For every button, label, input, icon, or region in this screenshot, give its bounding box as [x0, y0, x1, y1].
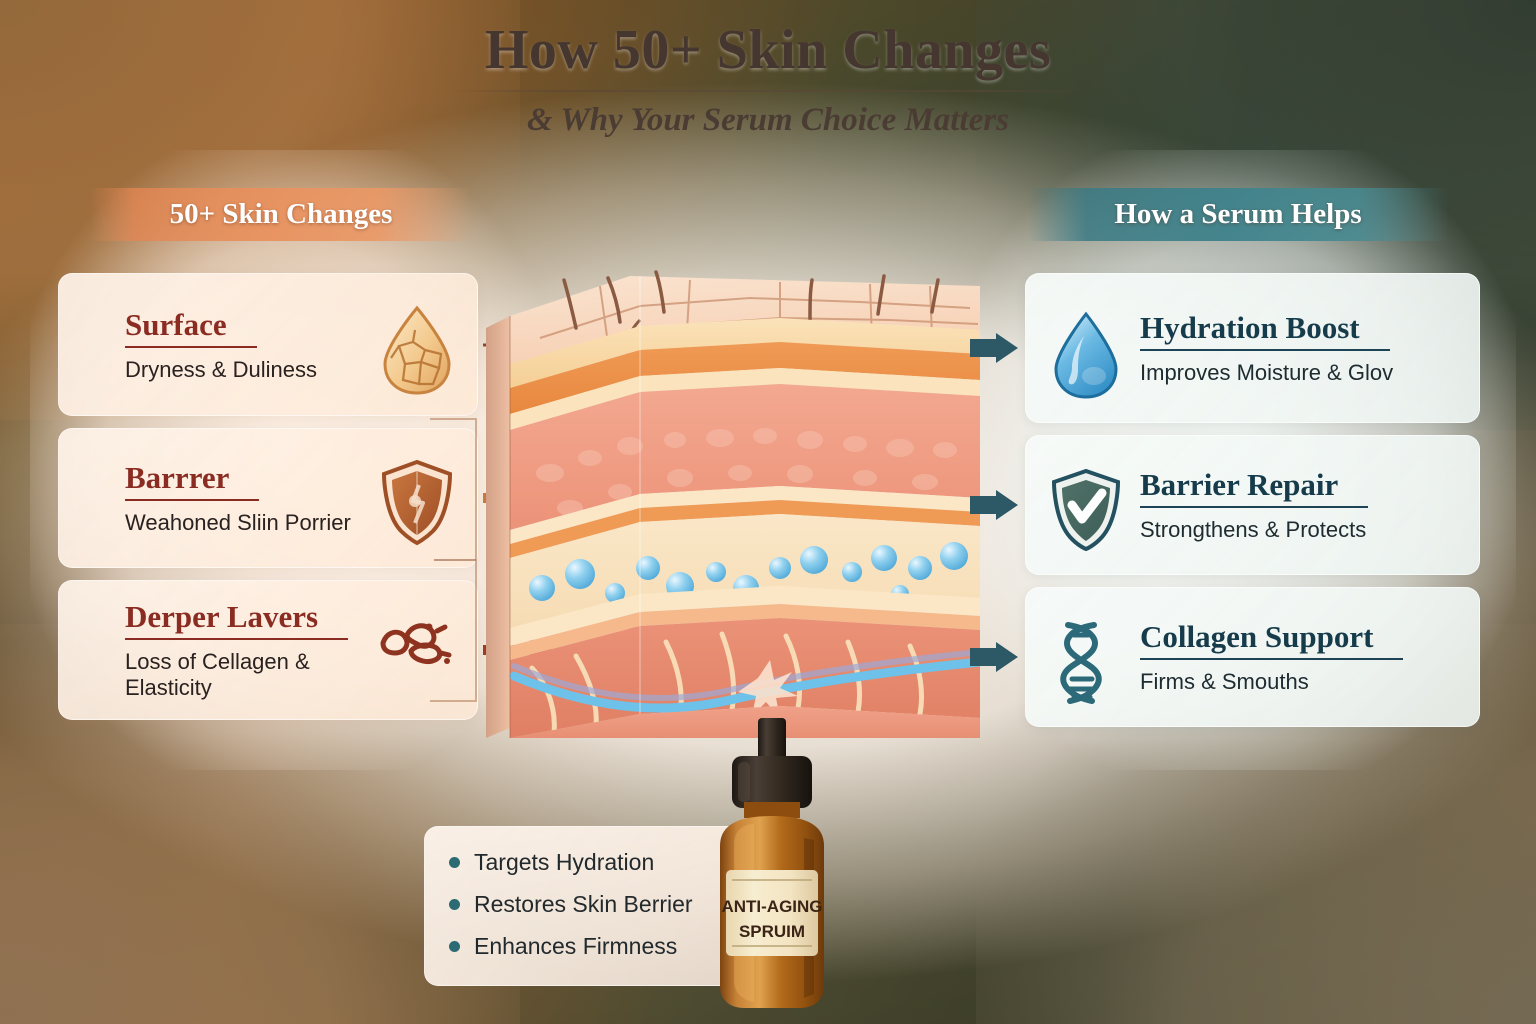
serum-benefits-column: Hydration Boost Improves Moisture & Glov [970, 273, 1480, 739]
card-text-hydration-boost: Hydration Boost Improves Moisture & Glov [1124, 310, 1461, 386]
card-subtext: Loss of Cellagen & Elasticity [125, 649, 310, 700]
page-title: How 50+ Skin Changes [484, 19, 1052, 81]
cracked-shield-icon [377, 457, 459, 546]
arrow-diagram-to-collagen [970, 642, 1020, 672]
card-subtext: Weahoned Sliin Porrier [125, 510, 351, 535]
benefits-summary-box: Targets Hydration Restores Skin Berrier … [424, 826, 754, 986]
card-heading: Hydration Boost [1140, 310, 1390, 351]
bullet-dot-icon [449, 941, 460, 952]
page-subtitle: & Why Your Serum Choice Matters [527, 102, 1009, 138]
benefit-label: Enhances Firmness [474, 933, 678, 959]
benefit-label: Restores Skin Berrier [474, 891, 693, 917]
benefit-item: Enhances Firmness [449, 933, 735, 960]
left-column-banner: 50+ Skin Changes [90, 188, 472, 241]
title-block: How 50+ Skin Changes & Why Your Serum Ch… [0, 18, 1536, 139]
card-subtext: Improves Moisture & Glov [1140, 360, 1394, 385]
water-droplet-icon [1048, 310, 1124, 399]
shield-check-icon [1048, 467, 1124, 552]
cracked-droplet-icon [377, 304, 459, 395]
benefit-item: Restores Skin Berrier [449, 891, 735, 918]
card-subtext: Strongthens & Protects [1140, 517, 1367, 542]
card-hydration-boost[interactable]: Hydration Boost Improves Moisture & Glov [970, 273, 1480, 423]
card-heading: Surface [125, 307, 257, 348]
card-heading: Barrrer [125, 460, 260, 501]
card-deeper-layers[interactable]: Derper Lavers Loss of Cellagen & Elastic… [58, 580, 553, 720]
card-barrier-repair[interactable]: Barrier Repair Strongthens & Protects [970, 435, 1480, 575]
bullet-dot-icon [449, 857, 460, 868]
dna-helix-icon [1048, 619, 1124, 704]
skin-cross-section-illustration [480, 268, 985, 738]
card-barrier[interactable]: Barrrer Weahoned Sliin Porrier [58, 428, 553, 568]
right-column-banner: How a Serum Helps [1028, 188, 1448, 241]
card-text-surface: Surface Dryness & Duliness [77, 307, 377, 383]
card-surface[interactable]: Surface Dryness & Duliness [58, 273, 555, 416]
bullet-dot-icon [449, 899, 460, 910]
bottle-label-line2: SPRUIM [739, 922, 805, 941]
card-heading: Barrier Repair [1140, 467, 1369, 508]
card-subtext: Firms & Smouths [1140, 669, 1309, 694]
benefit-label: Targets Hydration [474, 849, 655, 875]
card-text-barrier-repair: Barrier Repair Strongthens & Protects [1124, 467, 1461, 543]
skin-changes-column: Surface Dryness & Duliness [58, 273, 555, 732]
card-collagen-support[interactable]: Collagen Support Firms & Smouths [970, 587, 1480, 727]
card-text-deeper-layers: Derper Lavers Loss of Cellagen & Elastic… [77, 599, 377, 701]
bottle-label-line1: ANTI-AGING [721, 897, 822, 916]
arrow-diagram-to-barrier-repair [970, 490, 1020, 520]
card-text-barrier: Barrrer Weahoned Sliin Porrier [77, 460, 377, 536]
card-heading: Collagen Support [1140, 619, 1404, 660]
benefit-item: Targets Hydration [449, 849, 735, 876]
card-subtext: Dryness & Duliness [125, 356, 317, 382]
card-heading: Derper Lavers [125, 599, 349, 640]
broken-collagen-icon [377, 609, 459, 691]
serum-bottle-illustration: ANTI-AGING SPRUIM [692, 718, 852, 1018]
arrow-diagram-to-hydration [970, 333, 1020, 363]
title-divider [448, 90, 1088, 92]
card-text-collagen-support: Collagen Support Firms & Smouths [1124, 619, 1461, 695]
